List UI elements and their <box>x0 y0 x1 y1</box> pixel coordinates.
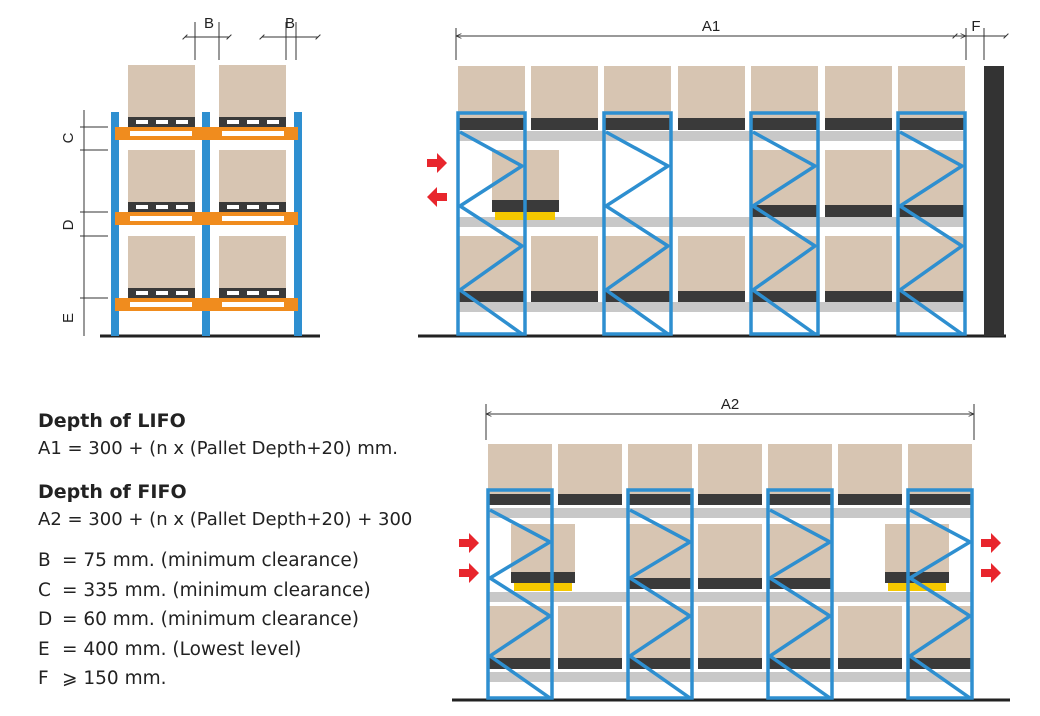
legend: Depth of LIFO A1 = 300 + (n x (Pallet De… <box>38 410 412 698</box>
definition-key: D <box>38 609 53 630</box>
front-view: B B C D E <box>60 15 321 338</box>
dim-f: F <box>971 18 980 35</box>
dim-c: C <box>60 132 77 143</box>
arrow-right-icon <box>459 563 479 583</box>
definition-value: ⩾ 150 mm. <box>62 668 167 689</box>
lifo-heading: Depth of LIFO <box>38 410 186 432</box>
definition-row: B = 75 mm. (minimum clearance) <box>38 550 412 580</box>
arrow-right-icon <box>459 533 479 553</box>
lifo-view: A1 F <box>418 18 1009 338</box>
definition-row: C = 335 mm. (minimum clearance) <box>38 580 412 610</box>
fifo-formula: A2 = 300 + (n x (Pallet Depth+20) + 300 <box>38 509 413 530</box>
definition-key: E <box>38 638 50 660</box>
definition-row: E = 400 mm. (Lowest level) <box>38 639 412 669</box>
definition-value: = 60 mm. (minimum clearance) <box>62 609 359 630</box>
dim-a1: A1 <box>702 18 720 35</box>
lifo-formula: A1 = 300 + (n x (Pallet Depth+20) mm. <box>38 438 398 459</box>
definition-key: C <box>38 579 51 601</box>
definition-value: = 335 mm. (minimum clearance) <box>62 579 371 601</box>
dim-e: E <box>60 313 77 323</box>
definition-row: F ⩾ 150 mm. <box>38 668 412 698</box>
definition-key: B <box>38 550 51 571</box>
dim-b-left: B <box>204 15 214 32</box>
definition-value: = 400 mm. (Lowest level) <box>62 638 302 660</box>
definition-value: = 75 mm. (minimum clearance) <box>62 550 359 571</box>
arrow-right-icon <box>427 153 447 173</box>
dim-d: D <box>60 219 77 230</box>
fifo-view: A2 <box>452 396 1010 702</box>
dim-a2: A2 <box>721 396 739 413</box>
arrow-right-icon <box>981 563 1001 583</box>
arrow-right-icon <box>981 533 1001 553</box>
wall <box>984 66 1004 336</box>
fifo-heading: Depth of FIFO <box>38 481 187 503</box>
arrow-left-icon <box>427 187 447 207</box>
dim-b-right: B <box>285 15 295 32</box>
definition-key: F <box>38 668 49 689</box>
definition-row: D = 60 mm. (minimum clearance) <box>38 609 412 639</box>
